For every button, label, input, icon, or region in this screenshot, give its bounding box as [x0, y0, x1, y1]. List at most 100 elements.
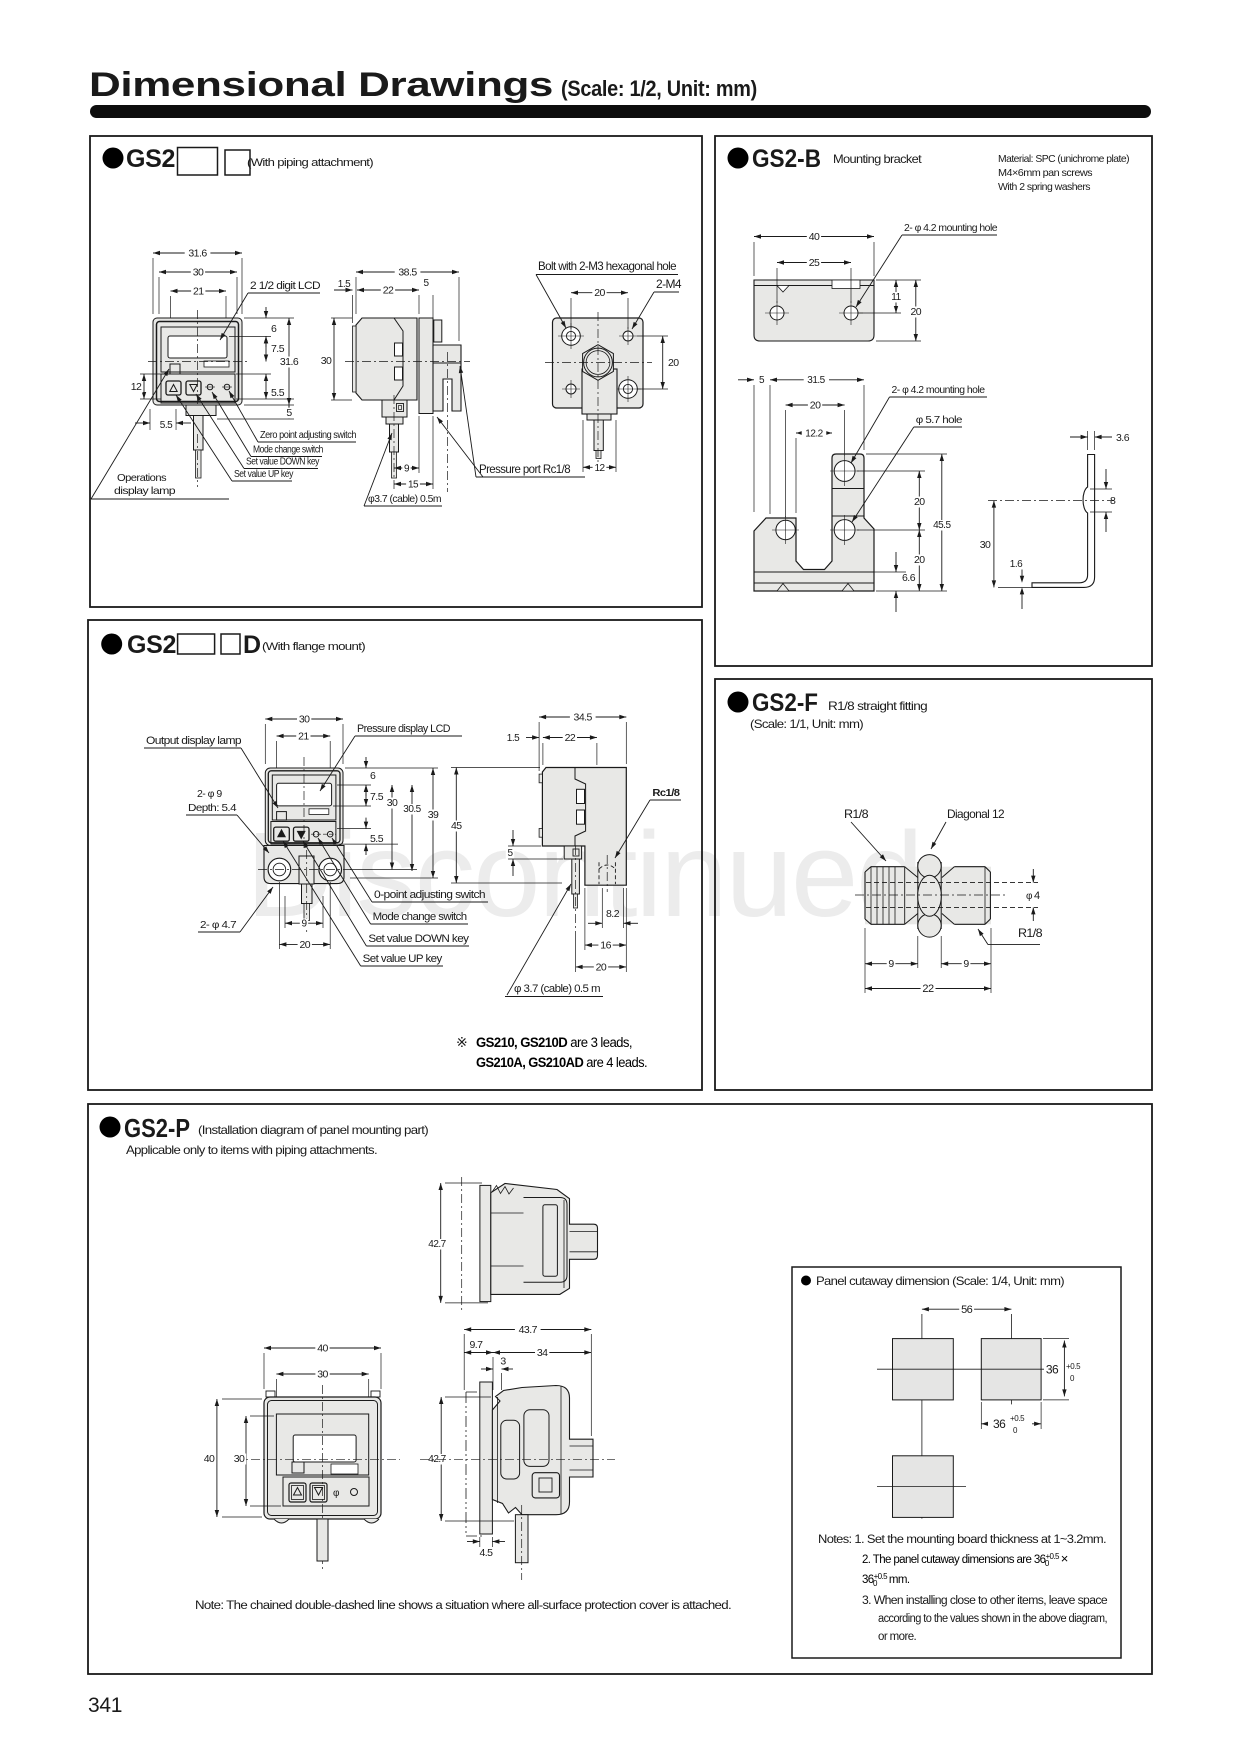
svg-text:31.6: 31.6	[280, 356, 299, 368]
svg-text:Dimensional Drawings: Dimensional Drawings	[89, 66, 553, 104]
svg-text:6: 6	[370, 770, 376, 782]
svg-text:※: ※	[456, 1034, 467, 1050]
svg-text:Set value DOWN key: Set value DOWN key	[368, 933, 469, 945]
svg-text:Rc1/8: Rc1/8	[652, 787, 680, 799]
svg-text:GS210, GS210D are 3 leads,: GS210, GS210D are 3 leads,	[476, 1035, 632, 1050]
svg-text:R1/8: R1/8	[844, 807, 869, 821]
svg-text:20: 20	[910, 306, 921, 318]
svg-text:34: 34	[537, 1347, 548, 1359]
svg-text:(Installation diagram of panel: (Installation diagram of panel mounting …	[198, 1123, 429, 1137]
svg-text:7.5: 7.5	[271, 343, 285, 355]
svg-text:2- φ 4.7: 2- φ 4.7	[200, 919, 237, 931]
svg-text:20: 20	[668, 357, 679, 369]
svg-text:Note: The chained double-dashe: Note: The chained double-dashed line sho…	[195, 1600, 731, 1612]
svg-text:30: 30	[299, 713, 310, 725]
svg-text:0: 0	[1013, 1426, 1018, 1435]
svg-text:5: 5	[423, 278, 429, 289]
svg-text:2- φ 9: 2- φ 9	[197, 788, 222, 800]
svg-text:0-point adjusting switch: 0-point adjusting switch	[374, 889, 485, 901]
svg-text:Operations: Operations	[117, 472, 166, 484]
svg-text:D: D	[243, 631, 261, 659]
svg-text:R1/8 straight fitting: R1/8 straight fitting	[828, 699, 927, 713]
svg-text:4.5: 4.5	[479, 1547, 493, 1559]
svg-text:31.5: 31.5	[807, 375, 825, 386]
svg-text:20: 20	[594, 287, 605, 299]
svg-text:Diagonal 12: Diagonal 12	[947, 807, 1005, 821]
svg-text:+0.5: +0.5	[1010, 1414, 1025, 1423]
svg-text:8.2: 8.2	[606, 908, 620, 920]
svg-text:11: 11	[891, 292, 901, 303]
svg-text:1.5: 1.5	[507, 733, 520, 744]
svg-text:40: 40	[204, 1453, 215, 1465]
svg-text:3. When installing close to ot: 3. When installing close to other items,…	[862, 1595, 1107, 1607]
svg-text:Bolt with 2-M3 hexagonal hole: Bolt with 2-M3 hexagonal hole	[538, 259, 677, 273]
svg-text:2. The panel cutaway dimension: 2. The panel cutaway dimensions are 36+0…	[862, 1551, 1068, 1568]
svg-text:5: 5	[507, 848, 513, 859]
svg-text:30.5: 30.5	[403, 804, 421, 815]
svg-text:21: 21	[193, 285, 204, 297]
svg-text:20: 20	[596, 961, 607, 973]
svg-text:M4×6mm pan screws: M4×6mm pan screws	[998, 167, 1092, 179]
svg-text:12.2: 12.2	[805, 428, 823, 439]
svg-text:φ 3.7 (cable) 0.5 m: φ 3.7 (cable) 0.5 m	[514, 983, 600, 995]
svg-text:GS2-P: GS2-P	[124, 1113, 190, 1143]
svg-text:38.5: 38.5	[398, 266, 417, 278]
svg-text:+0.5: +0.5	[1066, 1362, 1081, 1371]
svg-text:16: 16	[600, 940, 611, 952]
svg-text:25: 25	[809, 257, 820, 269]
svg-text:20: 20	[914, 496, 925, 508]
svg-text:Mounting bracket: Mounting bracket	[833, 152, 922, 166]
svg-text:2- φ 4.2 mounting hole: 2- φ 4.2 mounting hole	[892, 384, 986, 396]
svg-text:6: 6	[271, 323, 277, 335]
svg-text:Mode change switch: Mode change switch	[373, 911, 467, 923]
svg-text:5.5: 5.5	[271, 387, 285, 399]
svg-text:φ3.7 (cable) 0.5m: φ3.7 (cable) 0.5m	[368, 493, 442, 505]
svg-text:40: 40	[809, 231, 820, 243]
svg-text:6.6: 6.6	[902, 572, 916, 584]
svg-text:(Scale: 1/2, Unit: mm): (Scale: 1/2, Unit: mm)	[561, 76, 757, 101]
svg-text:Set value UP key: Set value UP key	[363, 953, 443, 965]
svg-text:Notes: 1. Set the mounting boa: Notes: 1. Set the mounting board thickne…	[818, 1534, 1106, 1546]
svg-text:2- φ 4.2 mounting hole: 2- φ 4.2 mounting hole	[904, 222, 998, 234]
svg-text:Zero point adjusting switch: Zero point adjusting switch	[260, 430, 356, 441]
svg-text:21: 21	[298, 730, 309, 742]
svg-text:20: 20	[914, 554, 925, 566]
svg-text:φ: φ	[333, 1488, 340, 1499]
svg-text:22: 22	[565, 732, 576, 744]
svg-text:30: 30	[321, 355, 332, 367]
svg-text:30: 30	[317, 1368, 328, 1380]
svg-text:20: 20	[810, 399, 821, 411]
svg-text:Set value UP key: Set value UP key	[234, 469, 293, 480]
svg-text:0: 0	[1070, 1374, 1075, 1383]
svg-text:43.7: 43.7	[519, 1324, 538, 1336]
svg-text:9: 9	[301, 919, 307, 930]
svg-text:GS2-B: GS2-B	[752, 145, 821, 173]
svg-text:15: 15	[408, 480, 419, 491]
svg-text:(Scale: 1/1, Unit: mm): (Scale: 1/1, Unit: mm)	[750, 717, 864, 731]
svg-text:22: 22	[383, 284, 394, 296]
svg-text:7.5: 7.5	[370, 791, 384, 803]
svg-text:12: 12	[131, 381, 142, 393]
svg-text:display lamp: display lamp	[114, 485, 176, 497]
svg-text:Applicable only to items with: Applicable only to items with piping att…	[126, 1143, 377, 1157]
svg-text:1.6: 1.6	[1010, 559, 1023, 570]
svg-text:φ: φ	[1026, 891, 1033, 902]
svg-text:φ 5.7 hole: φ 5.7 hole	[916, 414, 963, 426]
svg-text:5.5: 5.5	[160, 420, 173, 431]
svg-text:(With flange mount): (With flange mount)	[262, 641, 365, 653]
svg-text:42.7: 42.7	[428, 1239, 446, 1250]
svg-text:R1/8: R1/8	[1018, 926, 1043, 940]
svg-text:Set value DOWN key: Set value DOWN key	[246, 457, 319, 468]
svg-text:GS2-F: GS2-F	[752, 689, 818, 717]
svg-text:5: 5	[286, 407, 292, 419]
svg-text:Panel cutaway dimension (Scale: Panel cutaway dimension (Scale: 1/4, Uni…	[816, 1274, 1065, 1288]
svg-text:With 2 spring washers: With 2 spring washers	[998, 181, 1090, 193]
svg-text:or more.: or more.	[878, 1631, 917, 1643]
svg-text:2-M4: 2-M4	[656, 277, 682, 291]
svg-text:22: 22	[922, 983, 934, 995]
svg-text:3: 3	[500, 1356, 506, 1368]
svg-text:5.5: 5.5	[370, 833, 384, 845]
svg-text:GS2: GS2	[127, 631, 176, 659]
svg-text:9: 9	[888, 958, 894, 970]
